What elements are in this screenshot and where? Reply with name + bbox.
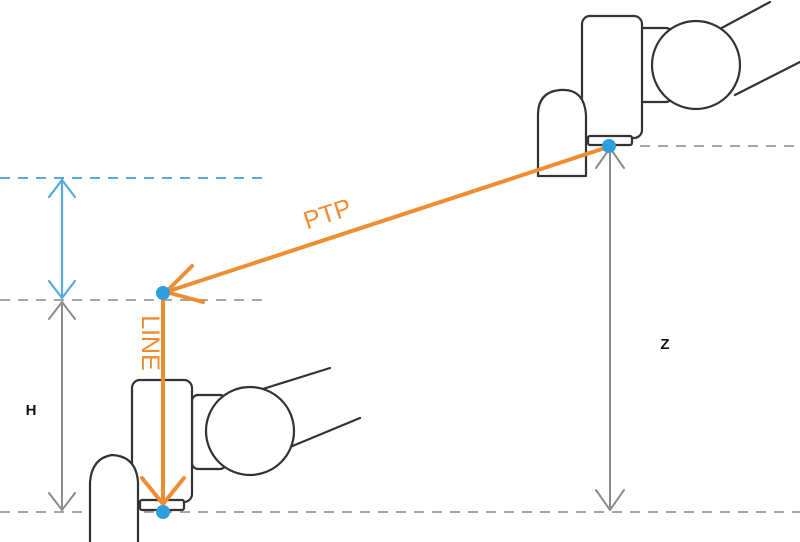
z-dimension-arrow [595,147,625,511]
h-dimension-arrow [48,301,76,511]
ptp-motion-arrow [164,145,610,304]
robot-joint-circle-lower [204,385,296,477]
robot-tool-body-upper [580,14,644,140]
tcp-point-start [602,139,616,153]
robot-arm-lower [88,366,362,542]
line-motion-arrow [140,294,186,506]
approach-height-dimension [47,178,77,300]
robot-joint-circle-upper [650,19,742,111]
ptp-label: PTP [300,194,355,236]
robot-gripper-upper [536,88,588,178]
line-label: LINE [136,315,164,371]
robot-arm-upper [536,0,800,178]
tcp-point-waypoint [156,286,170,300]
tcp-point-target [156,505,170,519]
z-label: Z [660,336,669,353]
h-label: H [26,402,37,419]
robot-gripper-lower [88,453,140,542]
